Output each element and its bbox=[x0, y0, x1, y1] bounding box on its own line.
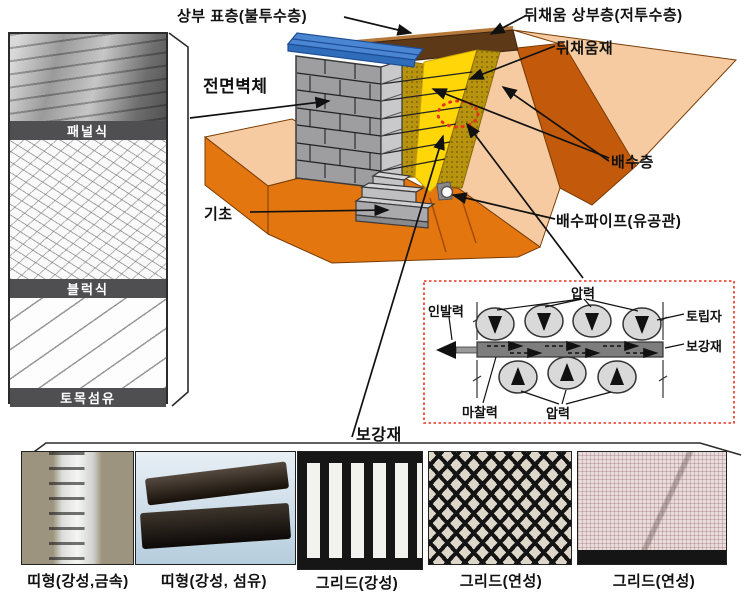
detail-label-friction: 마찰력 bbox=[462, 405, 498, 420]
detail-box bbox=[423, 280, 735, 424]
detail-label-pullout: 인발력 bbox=[428, 304, 464, 319]
wall-3d-facing-wall bbox=[295, 55, 473, 189]
pullout-arrow bbox=[436, 341, 456, 359]
grid-rigid-photo bbox=[297, 451, 423, 570]
wall-3d-coping-cap bbox=[286, 32, 425, 68]
fiber-strap bbox=[144, 461, 289, 506]
wall-type-caption: 블럭식 bbox=[10, 279, 166, 298]
reinforcement-type-caption: 띠형(강성,금속) bbox=[27, 573, 129, 590]
label-top-surface: 상부 표층(불투수층) bbox=[177, 8, 308, 25]
grid-flexible-mesh-photo bbox=[428, 451, 572, 565]
label-drainage-layer: 배수층 bbox=[611, 154, 654, 171]
panel-type-photo bbox=[10, 34, 166, 121]
detail-label-pressure-top: 압력 bbox=[571, 286, 595, 301]
detail-callout-circle bbox=[436, 99, 480, 129]
reinforcement-type-caption: 그리드(강성) bbox=[315, 575, 399, 592]
label-reinforcement: 보강재 bbox=[356, 427, 402, 444]
wall-type-caption: 패널식 bbox=[10, 121, 166, 140]
drain-pipe-graphic bbox=[436, 181, 454, 201]
detail-label-soil-particle: 토립자 bbox=[686, 309, 722, 324]
label-front-wall: 전면벽체 bbox=[203, 77, 268, 96]
label-drain-pipe: 배수파이프(유공관) bbox=[556, 213, 682, 230]
label-backfill-upper: 뒤채움 상부층(저투수층) bbox=[524, 7, 683, 24]
reinforcement-type-caption: 띠형(강성, 섬유) bbox=[160, 573, 268, 590]
wall-3d-foundation bbox=[354, 171, 436, 229]
wall-type-caption: 토목섬유 bbox=[10, 388, 166, 407]
label-foundation: 기초 bbox=[204, 206, 233, 223]
strip-fiber-photo bbox=[135, 451, 296, 565]
wall-types-panel: 패널식 블럭식 토목섬유 bbox=[8, 32, 168, 407]
reinforcement-type-caption: 그리드(연성) bbox=[612, 573, 696, 590]
label-backfill: 뒤채움재 bbox=[556, 40, 614, 57]
detail-label-pressure-bottom: 압력 bbox=[546, 406, 570, 421]
fiber-strap bbox=[139, 502, 292, 549]
leader-lines bbox=[189, 14, 610, 438]
block-type-photo bbox=[10, 140, 166, 279]
strip-metal-photo bbox=[21, 451, 134, 565]
panel-frames bbox=[26, 32, 742, 458]
grid-flexible-fabric-photo bbox=[577, 451, 727, 565]
reinforcement-type-caption: 그리드(연성) bbox=[459, 573, 543, 590]
geotextile-photo bbox=[10, 298, 166, 388]
detail-label-reinforcement: 보강재 bbox=[686, 339, 722, 354]
